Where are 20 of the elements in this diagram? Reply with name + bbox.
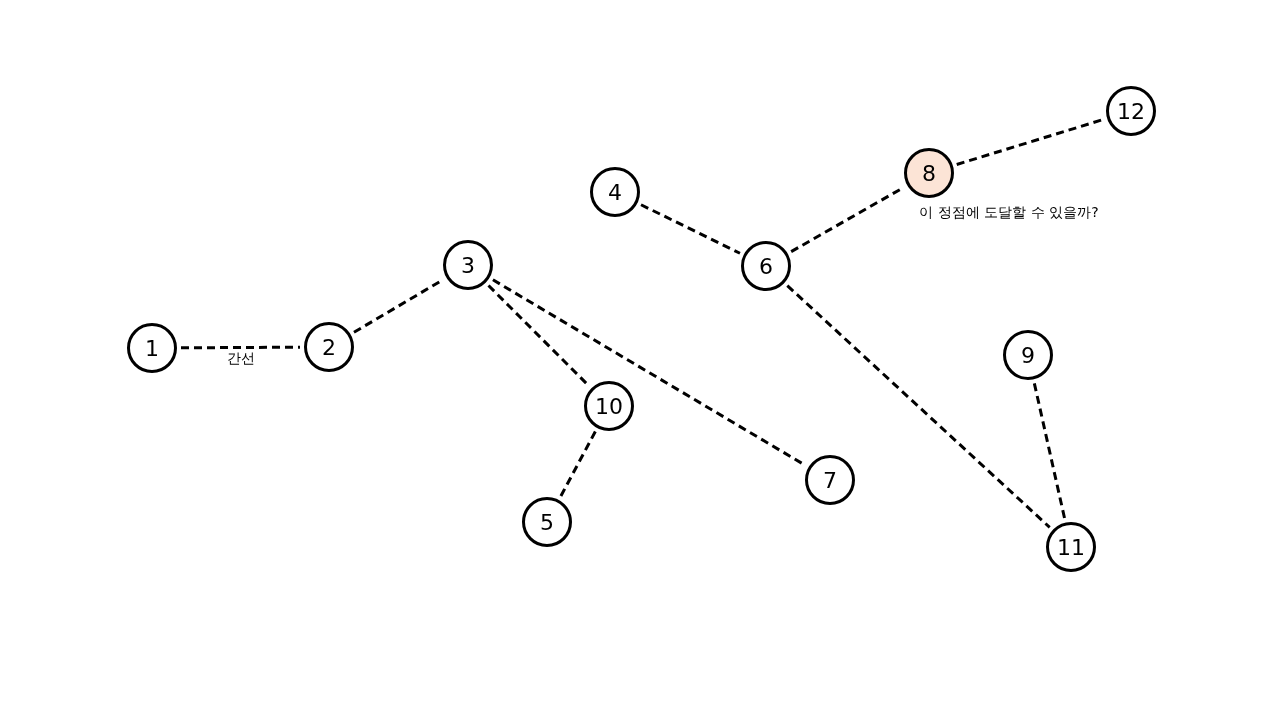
vertex-circle: 3: [443, 240, 493, 290]
vertex-circle: 11: [1046, 522, 1096, 572]
vertex-circle: 9: [1003, 330, 1053, 380]
connector-line: [487, 284, 590, 387]
connector-line: [1032, 382, 1067, 520]
vertex-circle: 8: [904, 148, 954, 198]
connector-line: [181, 345, 300, 350]
vertex-circle: 5: [522, 497, 572, 547]
vertex-circle: 1: [127, 323, 177, 373]
vertex-caption: 이 정점에 도달할 수 있을까?: [919, 204, 1099, 222]
vertex-circle: 4: [590, 167, 640, 217]
vertex-circle: 10: [584, 381, 634, 431]
connector-line: [956, 118, 1104, 166]
connector-line: [640, 203, 741, 255]
vertex-circle: 6: [741, 241, 791, 291]
connector-line: [786, 284, 1051, 529]
vertex-circle: 7: [805, 455, 855, 505]
vertex-circle: 2: [304, 322, 354, 372]
connector-line: [559, 430, 597, 498]
vertex-circle: 12: [1106, 86, 1156, 136]
